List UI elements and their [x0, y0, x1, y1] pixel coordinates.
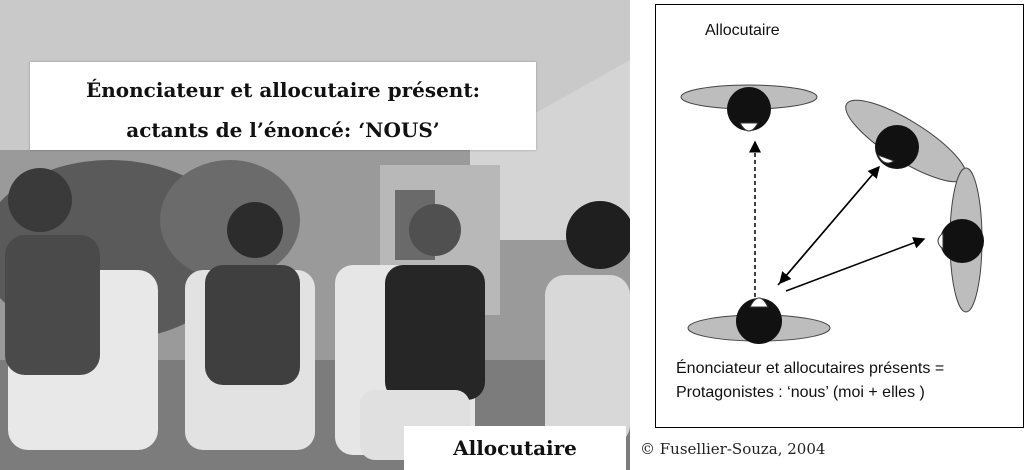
diagram-graphic [680, 84, 984, 344]
photo-caption-line2: actants de l’énoncé: ‘NOUS’ [126, 118, 440, 142]
photo-panel: Énonciateur et allocutaire présent: acta… [0, 0, 630, 470]
participant-upper-right [845, 99, 967, 183]
diagram-title: Allocutaire [705, 22, 780, 39]
arrow-from-upper-right [779, 166, 880, 285]
diagram-caption-line2: Protagonistes : ‘nous’ (moi + elles ) [676, 384, 925, 401]
photo-bottom-label: Allocutaire [404, 426, 626, 470]
participant-top [680, 84, 818, 132]
credit-text: © Fusellier-Souza, 2004 [640, 440, 826, 458]
participant-right [937, 167, 984, 313]
diagram-panel: Allocutaire Énonciateur et allocutaires … [655, 4, 1024, 428]
participant-bottom [687, 297, 831, 344]
photo-caption-box: Énonciateur et allocutaire présent: acta… [30, 62, 536, 150]
diagram-caption-line1: Énonciateur et allocutaires présents = [676, 360, 945, 377]
arrow-to-right [785, 237, 926, 292]
photo-caption-line1: Énonciateur et allocutaire présent: [86, 78, 480, 102]
